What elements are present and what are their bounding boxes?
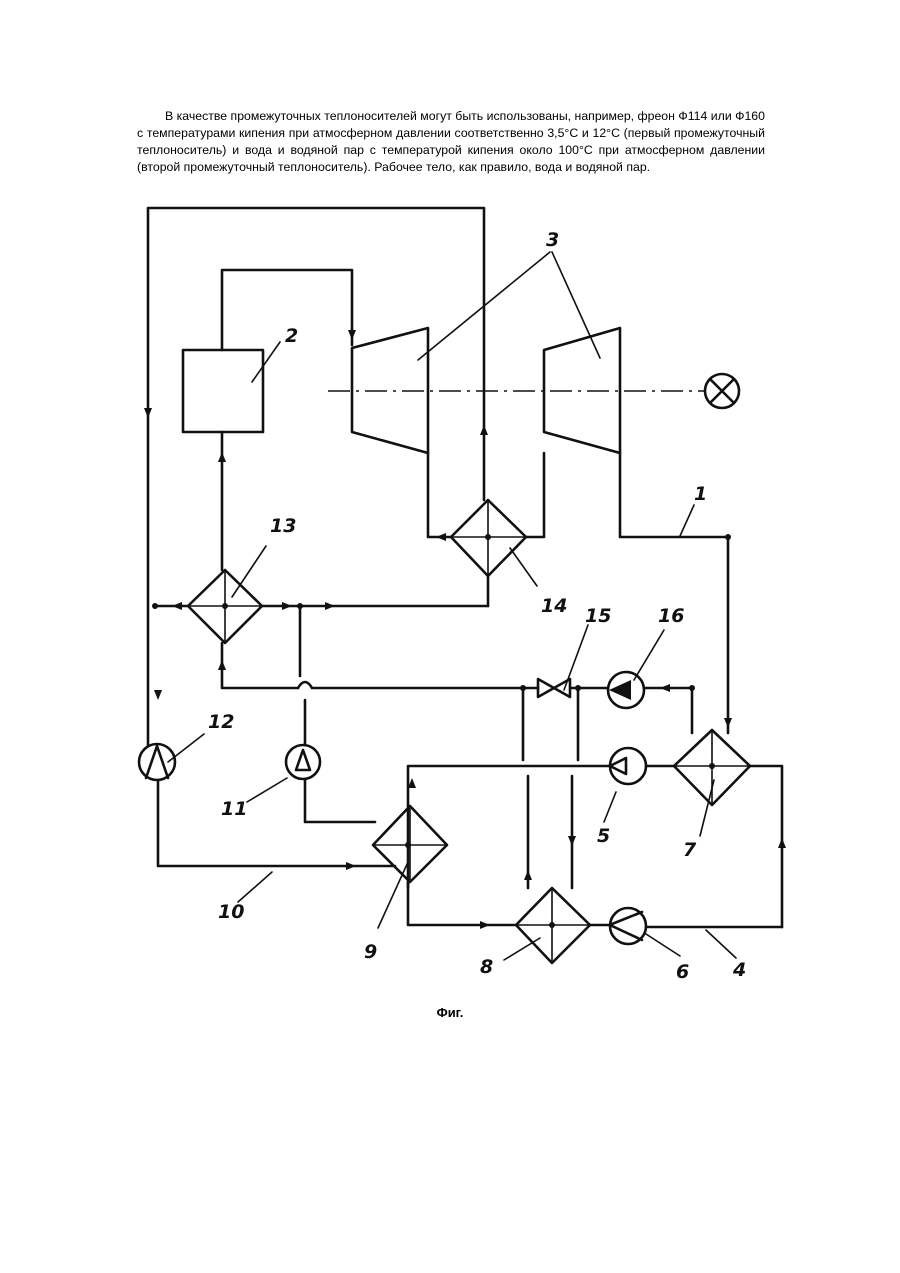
label-16: 16 — [658, 605, 684, 627]
label-13: 13 — [270, 515, 296, 537]
label-10: 10 — [218, 901, 244, 923]
generator-cross-icon — [710, 379, 734, 403]
label-1: 1 — [694, 483, 707, 505]
label-5: 5 — [597, 825, 610, 847]
pipe-valve-verticals — [523, 688, 578, 888]
label-2: 2 — [285, 325, 298, 347]
label-8: 8 — [480, 956, 493, 978]
label-11: 11 — [221, 798, 247, 820]
label-12: 12 — [208, 711, 234, 733]
label-9: 9 — [364, 941, 377, 963]
figure-caption: Фиг. — [0, 1005, 900, 1020]
line-10-leader — [238, 872, 272, 902]
label-14: 14 — [541, 595, 567, 617]
label-3: 3 — [546, 229, 559, 251]
label-7: 7 — [683, 839, 697, 861]
pipe-hx13-to-valve15 — [222, 643, 538, 688]
pipe-turbines-to-hx14 — [428, 453, 544, 537]
pump-12 — [139, 744, 175, 780]
pipe-line-4 — [590, 925, 782, 927]
pump-5 — [610, 748, 646, 784]
pipe-line-1 — [620, 453, 728, 733]
block-2 — [183, 350, 263, 432]
label-6: 6 — [676, 961, 689, 983]
pump-11 — [286, 745, 320, 779]
pump-6 — [610, 908, 646, 944]
label-4: 4 — [732, 959, 746, 981]
pipe-pump11 — [300, 606, 375, 822]
pump-16 — [608, 672, 644, 708]
pipe-hx9-to-hx8 — [408, 882, 516, 925]
label-15: 15 — [585, 605, 611, 627]
pipe-crossover — [298, 682, 312, 688]
junction-dots — [152, 534, 731, 928]
